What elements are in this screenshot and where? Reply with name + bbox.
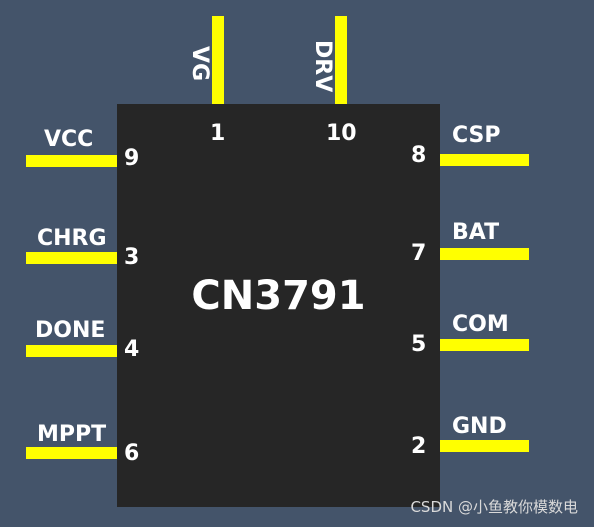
pin-done-number: 4 bbox=[124, 337, 140, 362]
pin-gnd-lead bbox=[440, 440, 529, 452]
pin-chrg-lead bbox=[26, 252, 117, 264]
pin-com-lead bbox=[440, 339, 529, 351]
pin-csp-label: CSP bbox=[452, 123, 501, 148]
pin-done-lead bbox=[26, 345, 117, 357]
pin-mppt-label: MPPT bbox=[37, 422, 107, 447]
pin-vg-number: 1 bbox=[210, 121, 226, 146]
pin-vg-lead bbox=[212, 16, 224, 104]
pin-csp-number: 8 bbox=[411, 143, 427, 168]
pin-drv-lead bbox=[335, 16, 347, 104]
pin-mppt-lead bbox=[26, 447, 117, 459]
pin-chrg-label: CHRG bbox=[37, 226, 107, 251]
pin-vcc-number: 9 bbox=[124, 146, 140, 171]
pin-chrg-number: 3 bbox=[124, 245, 140, 270]
watermark: CSDN @小鱼教你模数电 bbox=[410, 498, 578, 516]
pin-vg-label: VG bbox=[187, 46, 212, 82]
pin-drv-label: DRV bbox=[310, 40, 335, 93]
pin-com-number: 5 bbox=[411, 332, 427, 357]
chip-name: CN3791 bbox=[191, 273, 366, 319]
pin-bat-lead bbox=[440, 248, 529, 260]
pin-vcc-lead bbox=[26, 155, 117, 167]
pin-gnd-number: 2 bbox=[411, 434, 427, 459]
pin-csp-lead bbox=[440, 154, 529, 166]
pin-bat-number: 7 bbox=[411, 241, 427, 266]
pin-vcc-label: VCC bbox=[44, 127, 94, 152]
chip-body bbox=[117, 104, 440, 507]
pin-mppt-number: 6 bbox=[124, 441, 140, 466]
pin-bat-label: BAT bbox=[452, 220, 500, 245]
pin-com-label: COM bbox=[452, 312, 509, 337]
pin-done-label: DONE bbox=[35, 318, 106, 343]
pin-gnd-label: GND bbox=[452, 414, 507, 439]
pin-drv-number: 10 bbox=[326, 121, 357, 146]
